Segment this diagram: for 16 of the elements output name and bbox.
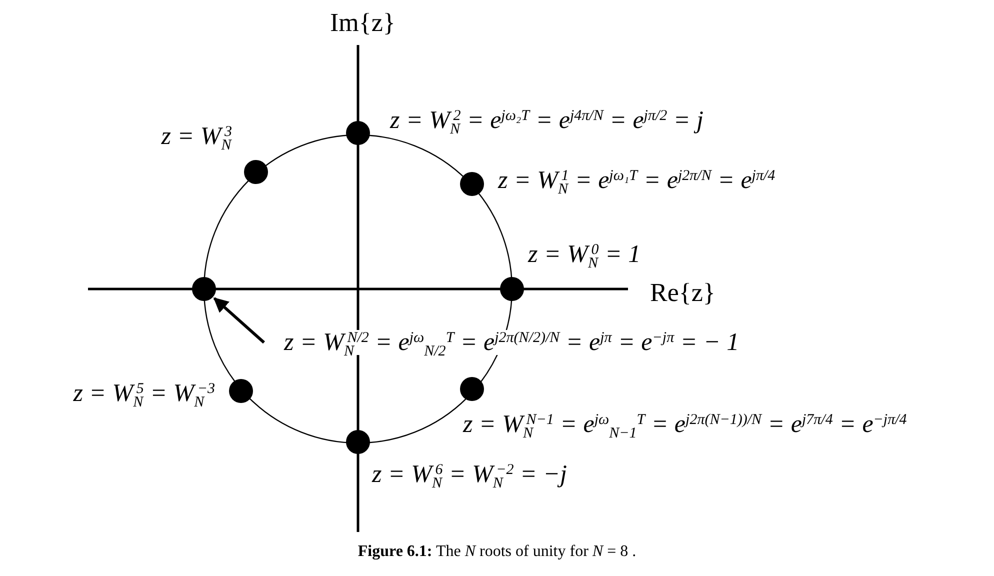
root-point (192, 277, 216, 301)
axis-label: Im{z} (330, 8, 396, 38)
formula-label: z = W$_{N}$$^{1}$ = e$^{jω₁T}$ = e$^{j2π/N}$ = e$^{jπ/4}$ (498, 168, 776, 193)
formula-label: z = W$_{N}$$^{0}$ = 1 (528, 242, 641, 267)
figure-caption: Figure 6.1: The N roots of unity for N = 8 . (356, 543, 638, 561)
root-point (346, 430, 370, 454)
formula-label: z = W$_{N}$$^{6}$ = W$_{N}$$^{−2}$ = −j (372, 462, 567, 487)
formula-label: z = W$_{N}$$^{2}$ = e$^{jω₂T}$ = e$^{j4π/N}$ = e$^{jπ/2}$ = j (390, 108, 704, 133)
root-point (229, 379, 253, 403)
root-point (460, 172, 484, 196)
root-point (244, 160, 268, 184)
root-point (460, 377, 484, 401)
root-point (500, 277, 524, 301)
axis-label: Re{z} (650, 278, 716, 308)
root-point (346, 121, 370, 145)
arrow (213, 297, 265, 344)
